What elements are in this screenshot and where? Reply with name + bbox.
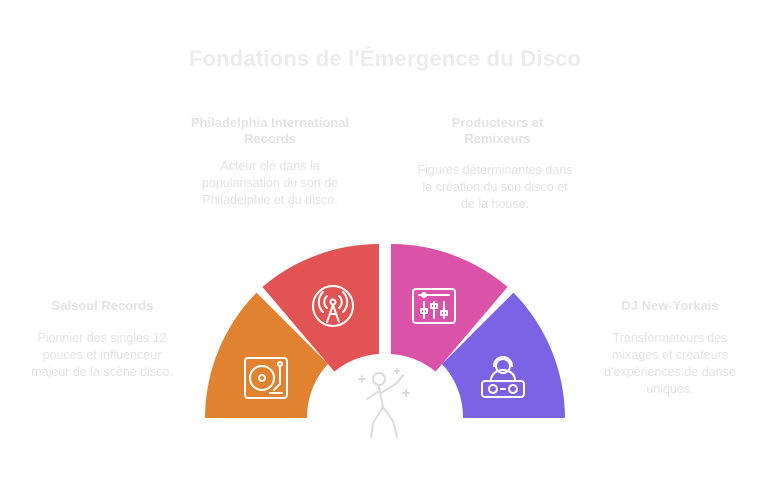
dancer-icon (358, 368, 410, 438)
label-salsoul-records: Salsoul Records (51, 298, 154, 313)
label-producteurs-remixeurs: Producteurs et Remixeurs (451, 115, 544, 146)
label-philadelphia-international-records: Philadelphia International Records (190, 115, 350, 146)
diagram-title: Fondations de l'Émergence du Disco (188, 46, 582, 71)
dj-icon (481, 356, 525, 398)
desc-dj-new-yorkais: Transformateurs des mixages et créateurs… (604, 331, 736, 396)
segment-dj-new-yorkais (442, 292, 565, 418)
desc-philadelphia-international-records: Acteur clé dans la popularisation du son… (201, 159, 339, 207)
turntable-icon (244, 357, 288, 399)
segment-salsoul-records (205, 292, 328, 418)
desc-salsoul-records: Pionnier des singles 12 pouces et influe… (31, 331, 173, 379)
radio-tower-icon (312, 285, 354, 327)
segment-producteurs-remixeurs (391, 244, 508, 372)
desc-producteurs-remixeurs: Figures déterminantes dans la création d… (417, 163, 573, 211)
mixing-console-icon (412, 288, 456, 324)
label-dj-new-yorkais: DJ New-Yorkais (621, 298, 719, 313)
